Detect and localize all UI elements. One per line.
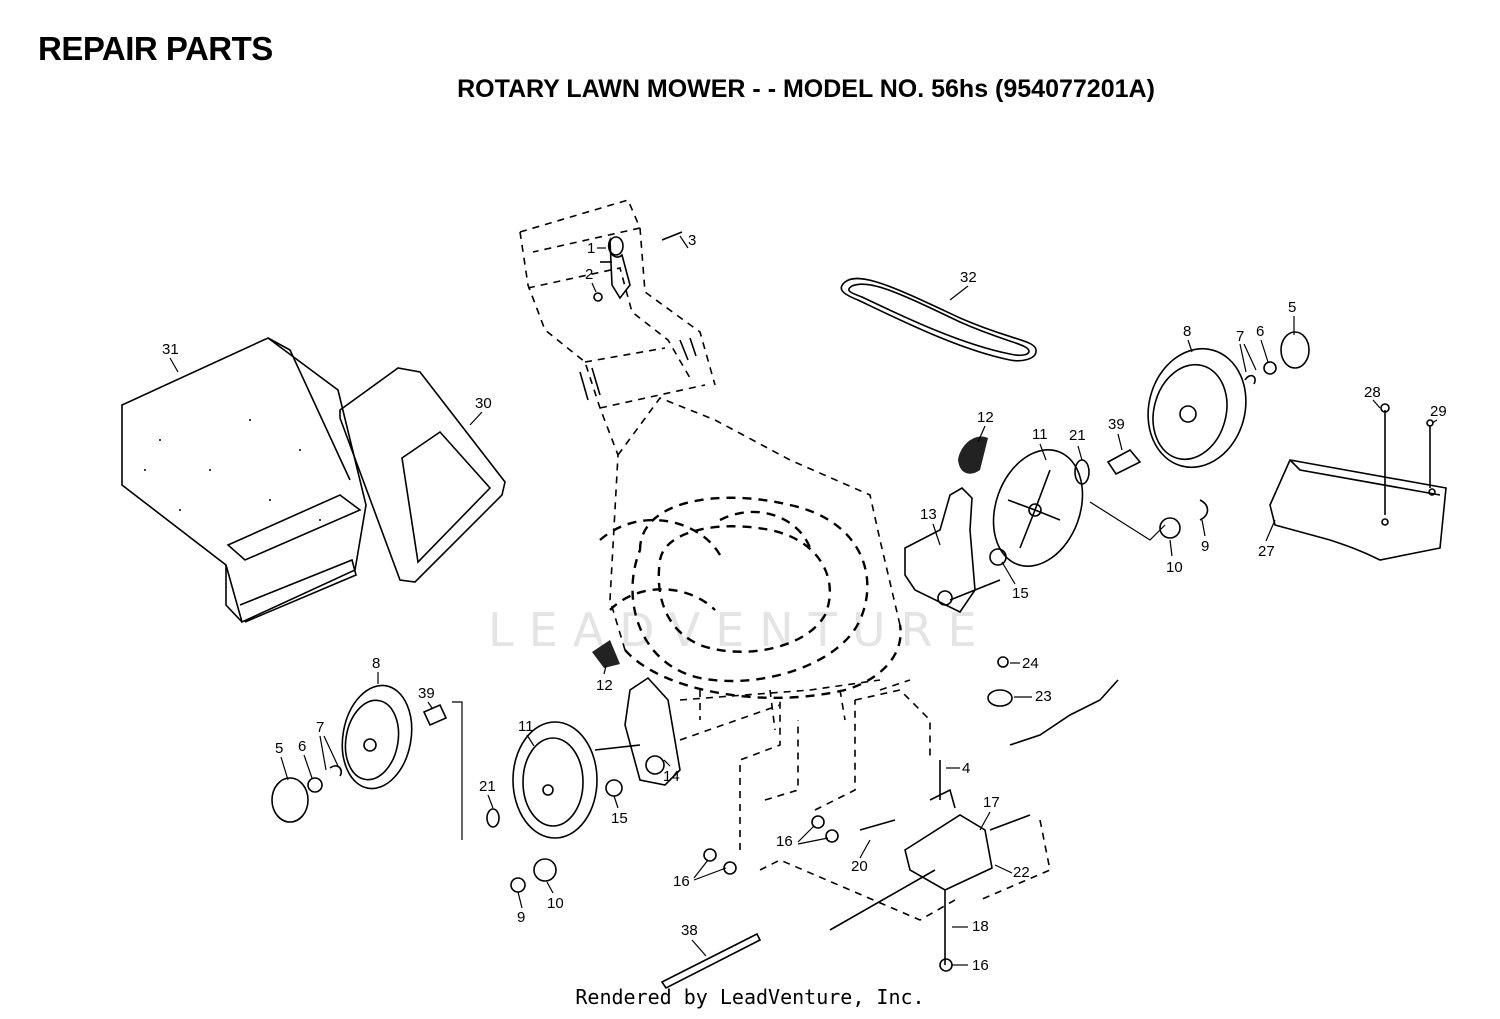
label-part-14: 14 [663, 768, 680, 785]
label-part-1: 1 [587, 240, 595, 257]
label-part-12-upper: 12 [977, 409, 994, 426]
label-part-15-lower: 15 [611, 810, 628, 827]
control-lever [579, 231, 697, 401]
label-part-16-bottom: 16 [972, 957, 989, 974]
label-part-29: 29 [1430, 403, 1447, 420]
label-part-24: 24 [1022, 655, 1039, 672]
label-part-32: 32 [960, 269, 977, 286]
page-title: REPAIR PARTS [38, 30, 273, 67]
label-part-10-lower: 10 [547, 895, 564, 912]
label-part-39-lower: 39 [418, 685, 435, 702]
label-part-3: 3 [688, 232, 696, 249]
model-subtitle: ROTARY LAWN MOWER - - MODEL NO. 56hs (95… [457, 75, 1155, 103]
label-part-18: 18 [972, 918, 989, 935]
footer-credit: Rendered by LeadVenture, Inc. [575, 985, 925, 1009]
label-part-10-upper: 10 [1166, 559, 1183, 576]
label-part-38: 38 [681, 922, 698, 939]
rear-axle-38 [660, 932, 762, 990]
label-part-9-lower: 9 [517, 909, 525, 926]
label-part-8-lower: 8 [372, 655, 380, 672]
label-part-17: 17 [983, 794, 1000, 811]
label-part-21-lower: 21 [479, 778, 496, 795]
leader-lines [169, 235, 1438, 966]
label-part-22: 22 [1013, 864, 1030, 881]
label-part-5-upper: 5 [1288, 299, 1296, 316]
label-part-11-upper: 11 [1032, 426, 1048, 443]
label-part-16-middle: 16 [776, 833, 793, 850]
part-labels: 1 2 3 4 5 5 6 6 7 7 8 8 9 9 10 10 11 11 … [162, 232, 1447, 974]
label-part-28: 28 [1364, 384, 1381, 401]
upper-small-parts [989, 448, 1209, 566]
label-part-21-upper: 21 [1069, 427, 1086, 444]
grass-bag [121, 337, 367, 624]
label-part-27: 27 [1258, 543, 1275, 560]
label-part-31: 31 [162, 341, 179, 358]
wheel-hub-upper [992, 449, 1084, 567]
wheel-upper [1147, 331, 1310, 469]
label-part-5-lower: 5 [275, 740, 283, 757]
label-part-39-upper: 39 [1108, 416, 1125, 433]
handle-outline [519, 199, 716, 456]
transmission-assembly [703, 656, 1119, 972]
wheel-lower [271, 684, 413, 823]
label-part-6-upper: 6 [1256, 323, 1264, 340]
label-part-7-lower: 7 [316, 719, 324, 736]
label-part-20: 20 [851, 858, 868, 875]
label-part-13: 13 [920, 506, 937, 523]
label-part-8-upper: 8 [1183, 323, 1191, 340]
label-part-30: 30 [475, 395, 492, 412]
label-part-6-lower: 6 [298, 738, 306, 755]
label-part-16-left: 16 [673, 873, 690, 890]
lower-drive-parts [422, 640, 681, 893]
label-part-23: 23 [1035, 688, 1052, 705]
label-part-12-lower: 12 [596, 677, 613, 694]
upper-wheel-cover-12 [958, 436, 988, 474]
grass-bag-frame [339, 367, 506, 583]
watermark: LEADVENTURE [488, 603, 992, 657]
height-adjuster-13 [904, 486, 1001, 614]
label-part-9-upper: 9 [1201, 538, 1209, 555]
connector-lines [679, 679, 1051, 921]
mower-deck-outline [599, 397, 902, 731]
label-part-11-lower: 11 [518, 718, 534, 735]
label-part-2: 2 [585, 266, 593, 283]
label-part-7-upper: 7 [1236, 328, 1244, 345]
rear-shield [1269, 403, 1447, 561]
label-part-15-upper: 15 [1012, 585, 1029, 602]
drive-belt [840, 277, 1037, 362]
label-part-4: 4 [962, 760, 970, 777]
